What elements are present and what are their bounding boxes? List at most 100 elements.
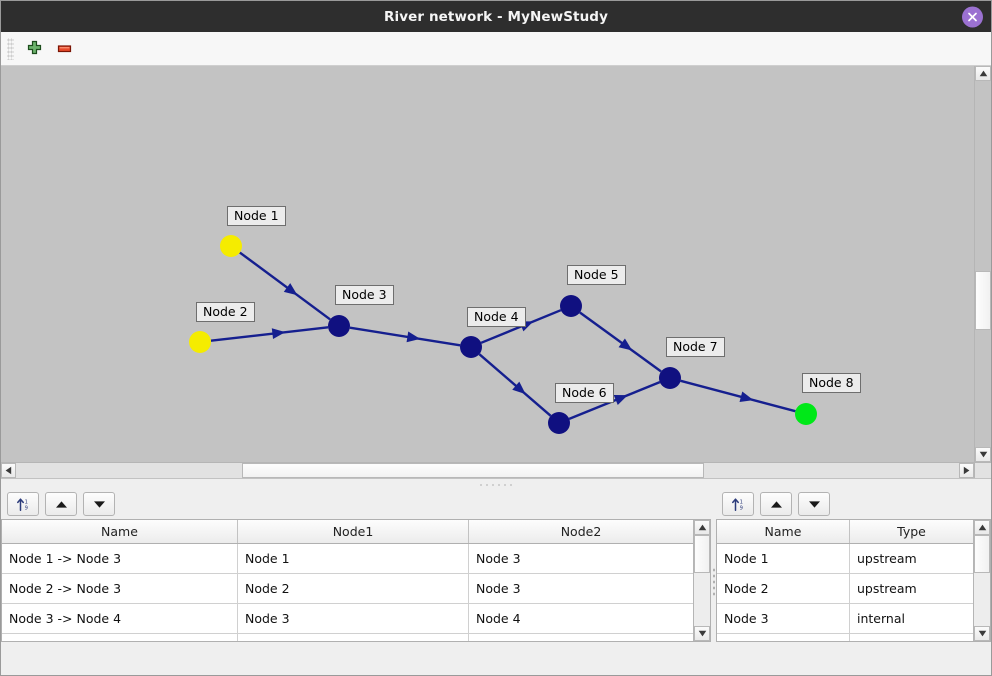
graph-node-node-8[interactable] [795, 403, 817, 425]
sort-az-icon: 1 9 [731, 497, 742, 511]
scrollbar-corner [974, 463, 991, 478]
graph-node-node-6[interactable] [548, 412, 570, 434]
move-node-up-button[interactable] [760, 492, 792, 516]
graph-node-node-4[interactable] [460, 336, 482, 358]
graph-edge[interactable] [239, 251, 331, 321]
graph-edge[interactable] [568, 381, 661, 420]
reach-cell[interactable]: Node 4 -> Node 5 [2, 633, 238, 641]
scroll-down-button[interactable] [975, 447, 991, 462]
graph-node-label-node-8[interactable]: Node 8 [802, 373, 861, 394]
graph-edge-arrow-icon [271, 328, 286, 340]
node-scroll-down-button[interactable] [974, 626, 990, 641]
triangle-up-icon [770, 500, 782, 508]
close-icon[interactable] [962, 6, 983, 27]
reach-cell[interactable]: Node 4 [237, 633, 469, 641]
reach-cell[interactable]: Node 4 [468, 603, 693, 634]
reach-cell[interactable]: Node 5 [468, 633, 693, 641]
graph-vertical-scrollbar[interactable] [974, 66, 991, 462]
reach-scroll-up-button[interactable] [694, 520, 710, 535]
window-title: River network - MyNewStudy [384, 8, 608, 25]
reach-table-vertical-scrollbar[interactable] [693, 520, 710, 641]
graph-edge[interactable] [478, 353, 552, 417]
horizontal-splitter[interactable] [1, 478, 991, 489]
move-reach-up-button[interactable] [45, 492, 77, 516]
scroll-left-button[interactable] [1, 463, 16, 478]
node-cell[interactable]: Node 3 [717, 603, 850, 634]
graph-horizontal-scrollbar[interactable] [1, 462, 991, 478]
node-cell[interactable]: Node 1 [717, 543, 850, 574]
reach-column-header[interactable]: Node1 [237, 520, 469, 544]
graph-edge[interactable] [349, 326, 461, 347]
graph-node-label-node-2[interactable]: Node 2 [196, 302, 255, 323]
node-scroll-up-button[interactable] [974, 520, 990, 535]
graph-node-node-1[interactable] [220, 235, 242, 257]
node-cell[interactable]: upstream [849, 543, 973, 574]
network-graph-canvas[interactable]: Node 1 Node 2 Node 3 Node 4 Node 5 Node 6 Node… [1, 66, 974, 462]
vertical-splitter[interactable] [711, 489, 716, 675]
node-column-header[interactable]: Name [717, 520, 850, 544]
reach-column-header[interactable]: Node2 [468, 520, 693, 544]
reach-cell[interactable]: Node 1 [237, 543, 469, 574]
sort-reaches-button[interactable]: 1 9 [7, 492, 39, 516]
reach-cell[interactable]: Node 3 [237, 603, 469, 634]
graph-node-node-5[interactable] [560, 295, 582, 317]
graph-edge[interactable] [680, 379, 796, 413]
add-node-button[interactable] [20, 35, 48, 63]
triangle-left-icon [5, 466, 12, 475]
node-cell[interactable]: internal [849, 603, 973, 634]
graph-node-label-node-7[interactable]: Node 7 [666, 337, 725, 358]
reach-vscroll-track[interactable] [694, 535, 710, 626]
sort-nodes-button[interactable]: 1 9 [722, 492, 754, 516]
triangle-down-icon [698, 630, 706, 637]
node-cell[interactable]: upstream [849, 573, 973, 604]
node-cell[interactable]: Node 4 [717, 633, 850, 641]
node-cell[interactable]: Node 2 [717, 573, 850, 604]
node-vscroll-track[interactable] [974, 535, 990, 626]
move-node-down-button[interactable] [798, 492, 830, 516]
node-table-vertical-scrollbar[interactable] [973, 520, 990, 641]
reach-cell[interactable]: Node 2 [237, 573, 469, 604]
graph-hscroll-thumb[interactable] [242, 463, 705, 478]
title-bar: River network - MyNewStudy [1, 1, 991, 32]
graph-vscroll-thumb[interactable] [975, 271, 991, 330]
reach-vscroll-thumb[interactable] [694, 535, 710, 574]
reach-cell[interactable]: Node 2 -> Node 3 [2, 573, 238, 604]
graph-node-node-7[interactable] [659, 367, 681, 389]
graph-node-label-node-4[interactable]: Node 4 [467, 307, 526, 328]
node-vscroll-thumb[interactable] [974, 535, 990, 574]
graph-edge[interactable] [579, 311, 662, 373]
reach-column-header[interactable]: Name [2, 520, 238, 544]
node-cell[interactable]: internal [849, 633, 973, 641]
graph-node-label-node-1[interactable]: Node 1 [227, 206, 286, 227]
graph-node-label-node-3[interactable]: Node 3 [335, 285, 394, 306]
graph-edge[interactable] [210, 326, 329, 342]
toolbar-grip[interactable] [7, 37, 14, 60]
reach-cell[interactable]: Node 1 -> Node 3 [2, 543, 238, 574]
node-table-row[interactable]: Node 4internal [717, 633, 973, 641]
reach-cell[interactable]: Node 3 -> Node 4 [2, 603, 238, 634]
scroll-right-button[interactable] [959, 463, 974, 478]
reach-cell[interactable]: Node 3 [468, 573, 693, 604]
graph-vscroll-track[interactable] [975, 81, 991, 447]
graph-node-label-node-6[interactable]: Node 6 [555, 383, 614, 404]
move-reach-down-button[interactable] [83, 492, 115, 516]
reach-cell[interactable]: Node 3 [468, 543, 693, 574]
node-column-header[interactable]: Type [849, 520, 973, 544]
graph-node-node-2[interactable] [189, 331, 211, 353]
reach-scroll-down-button[interactable] [694, 626, 710, 641]
delete-node-button[interactable] [50, 35, 78, 63]
graph-hscroll-track[interactable] [16, 463, 959, 478]
graph-node-node-3[interactable] [328, 315, 350, 337]
scroll-up-button[interactable] [975, 66, 991, 81]
graph-node-label-node-5[interactable]: Node 5 [567, 265, 626, 286]
